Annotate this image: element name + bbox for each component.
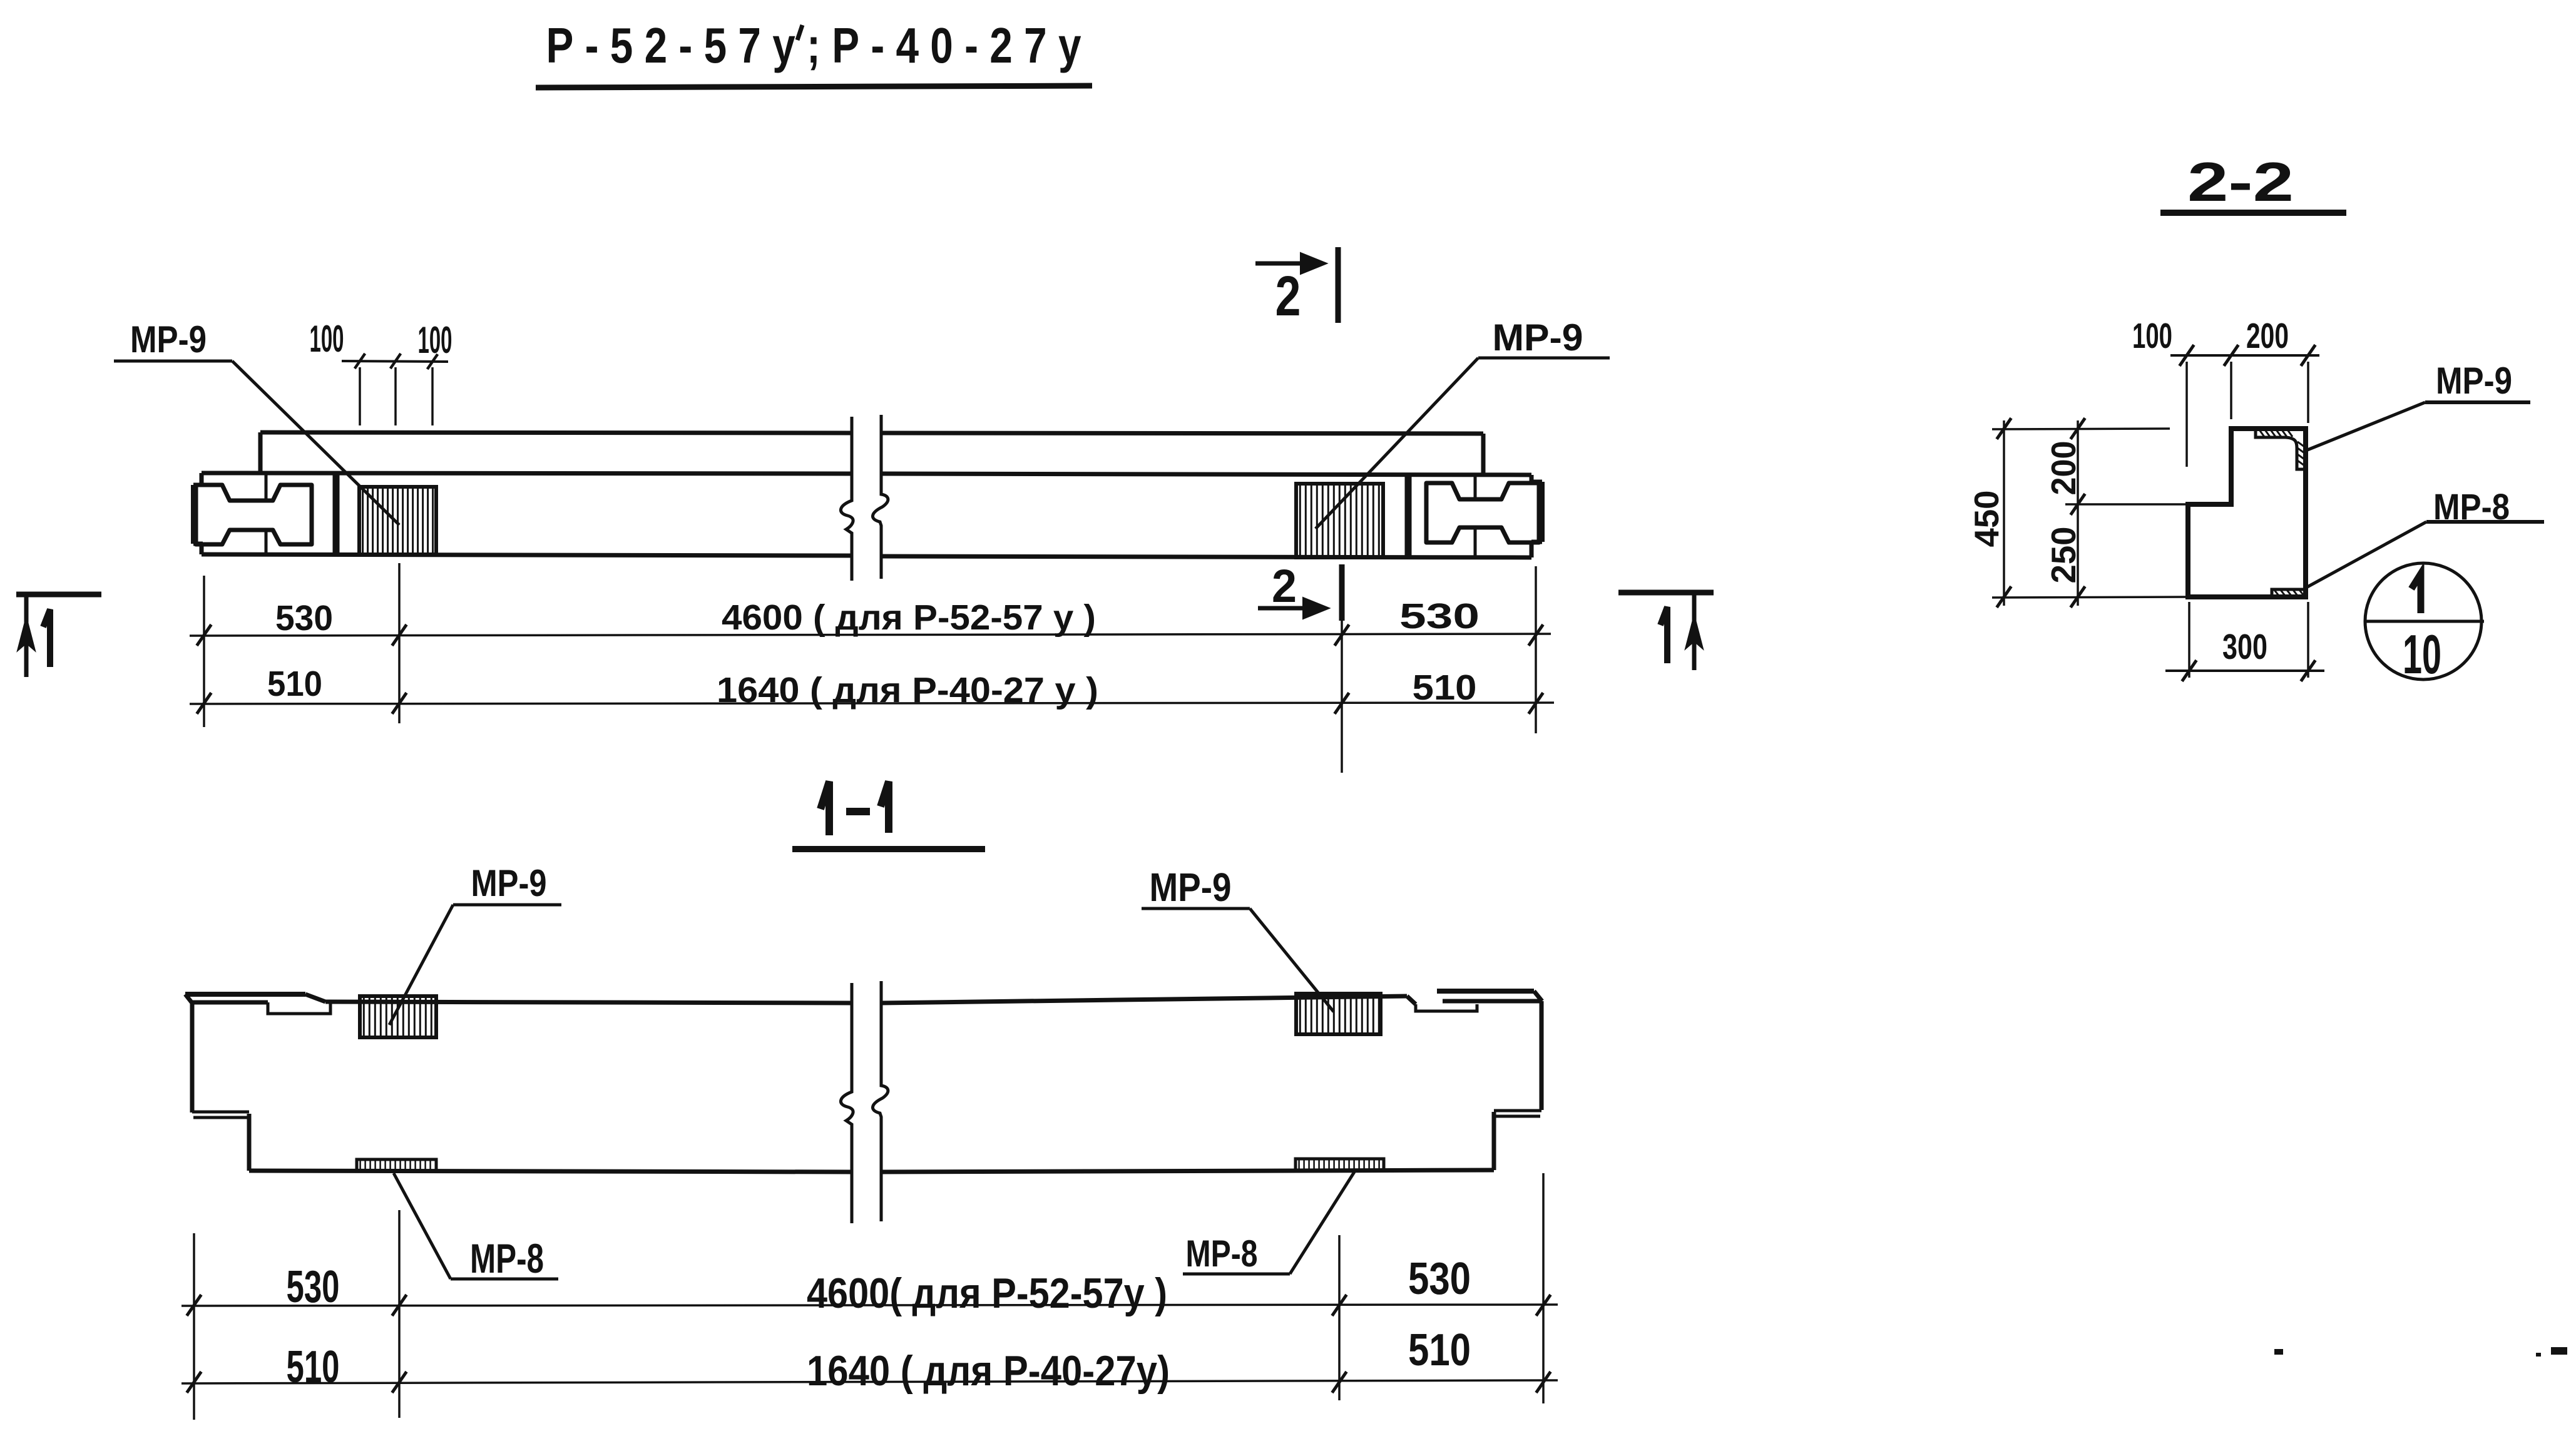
svg-text:100: 100 — [310, 318, 344, 360]
svg-text:450: 450 — [1967, 491, 2006, 547]
svg-text:МР-9: МР-9 — [2436, 360, 2512, 402]
svg-text:510: 510 — [287, 1342, 340, 1392]
svg-text:4600( для Р-52-57у ): 4600( для Р-52-57у ) — [807, 1270, 1167, 1317]
svg-text:300: 300 — [2222, 627, 2267, 667]
svg-text:МР-9: МР-9 — [1493, 317, 1583, 359]
svg-text:Р - 5 2 - 5 7 у ; Р - 4 0 -: Р - 5 2 - 5 7 у ; Р - 4 0 - 2 7 у — [546, 18, 1081, 73]
svg-text:200: 200 — [2044, 441, 2083, 496]
svg-text:2-2: 2-2 — [2187, 151, 2294, 213]
svg-text:1640 ( для Р-40-27у): 1640 ( для Р-40-27у) — [807, 1347, 1170, 1395]
svg-text:1640 ( для Р-40-27 у ): 1640 ( для Р-40-27 у ) — [717, 670, 1098, 710]
svg-text:510: 510 — [1413, 668, 1477, 708]
svg-text:530: 530 — [1399, 596, 1480, 636]
svg-text:МР-9: МР-9 — [130, 318, 207, 360]
svg-text:МР-9: МР-9 — [471, 862, 547, 904]
svg-text:250: 250 — [2044, 527, 2083, 584]
svg-text:200: 200 — [2246, 316, 2289, 356]
svg-text:530: 530 — [287, 1262, 340, 1312]
svg-text:МР-8: МР-8 — [1186, 1233, 1258, 1275]
svg-text:2: 2 — [1275, 265, 1301, 328]
svg-text:510: 510 — [267, 664, 322, 704]
svg-text:2: 2 — [1272, 560, 1297, 612]
svg-text:10: 10 — [2403, 623, 2441, 685]
svg-text:МР-8: МР-8 — [470, 1235, 544, 1281]
svg-text:530: 530 — [275, 598, 333, 638]
svg-text:510: 510 — [1408, 1325, 1471, 1375]
svg-text:МР-9: МР-9 — [1150, 865, 1232, 910]
svg-text:530: 530 — [1408, 1254, 1471, 1304]
svg-text:100: 100 — [2132, 316, 2172, 356]
svg-text:100: 100 — [418, 319, 452, 361]
svg-text:4600 ( для Р-52-57 у ): 4600 ( для Р-52-57 у ) — [722, 598, 1096, 638]
